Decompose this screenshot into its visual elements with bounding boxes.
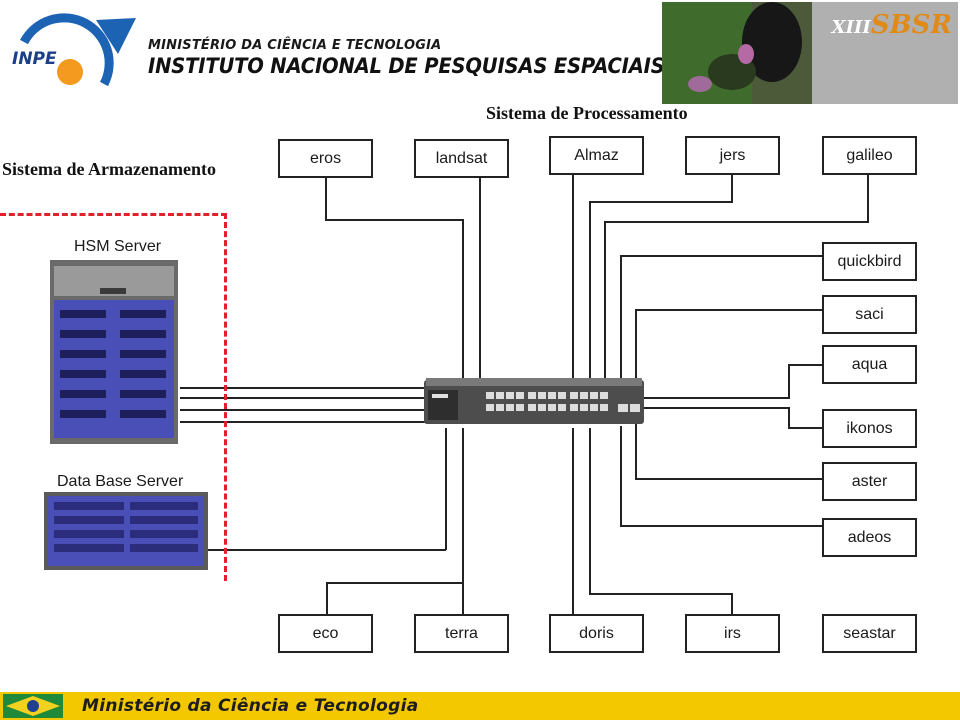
node-almaz: Almaz xyxy=(549,136,644,175)
line-adeos xyxy=(620,426,822,527)
line-eros xyxy=(325,177,464,380)
processing-title: Sistema de Processamento xyxy=(486,103,688,123)
node-quickbird: quickbird xyxy=(822,242,917,281)
node-seastar: seastar xyxy=(822,614,917,653)
line-ikonos xyxy=(640,407,822,429)
footer-bar xyxy=(0,692,960,720)
node-doris: doris xyxy=(549,614,644,653)
satellite-image: XIIISBSR xyxy=(662,2,958,104)
line-eco xyxy=(326,428,464,614)
line-aqua xyxy=(640,364,822,399)
node-eros: eros xyxy=(278,139,373,178)
storage-zone-border xyxy=(0,213,227,581)
brazil-flag-icon xyxy=(3,694,63,718)
line-galileo xyxy=(604,175,869,380)
inpe-logo: INPE xyxy=(12,13,136,87)
node-aqua: aqua xyxy=(822,345,917,384)
node-eco: eco xyxy=(278,614,373,653)
database-server-label: Data Base Server xyxy=(57,473,184,490)
storage-title: Sistema de Armazenamento xyxy=(2,159,216,179)
node-ikonos: ikonos xyxy=(822,409,917,448)
node-adeos: adeos xyxy=(822,518,917,557)
hsm-server-image xyxy=(50,260,178,444)
node-terra: terra xyxy=(414,614,509,653)
event-logo-acronym: SBSR xyxy=(870,10,952,40)
node-saci: saci xyxy=(822,295,917,334)
node-jers: jers xyxy=(685,136,780,175)
line-aster xyxy=(635,424,822,480)
footer-text: Ministério da Ciência e Tecnologia xyxy=(82,696,419,716)
node-galileo: galileo xyxy=(822,136,917,175)
institute-heading: INSTITUTO NACIONAL DE PESQUISAS ESPACIAI… xyxy=(148,54,665,78)
inpe-logo-text: INPE xyxy=(12,49,57,69)
line-jers xyxy=(589,175,733,380)
satellite-image-art xyxy=(662,2,958,104)
line-irs xyxy=(589,428,733,614)
ministry-heading: MINISTÉRIO DA CIÊNCIA E TECNOLOGIA xyxy=(148,38,442,53)
network-switch xyxy=(424,378,644,424)
line-saci xyxy=(635,309,822,382)
node-landsat: landsat xyxy=(414,139,509,178)
node-irs: irs xyxy=(685,614,780,653)
line-quickbird xyxy=(620,255,822,380)
node-aster: aster xyxy=(822,462,917,501)
event-logo: XIIISBSR xyxy=(832,10,952,40)
database-server-image xyxy=(44,492,208,570)
event-logo-roman: XIII xyxy=(831,17,871,38)
hsm-server-label: HSM Server xyxy=(74,238,162,255)
